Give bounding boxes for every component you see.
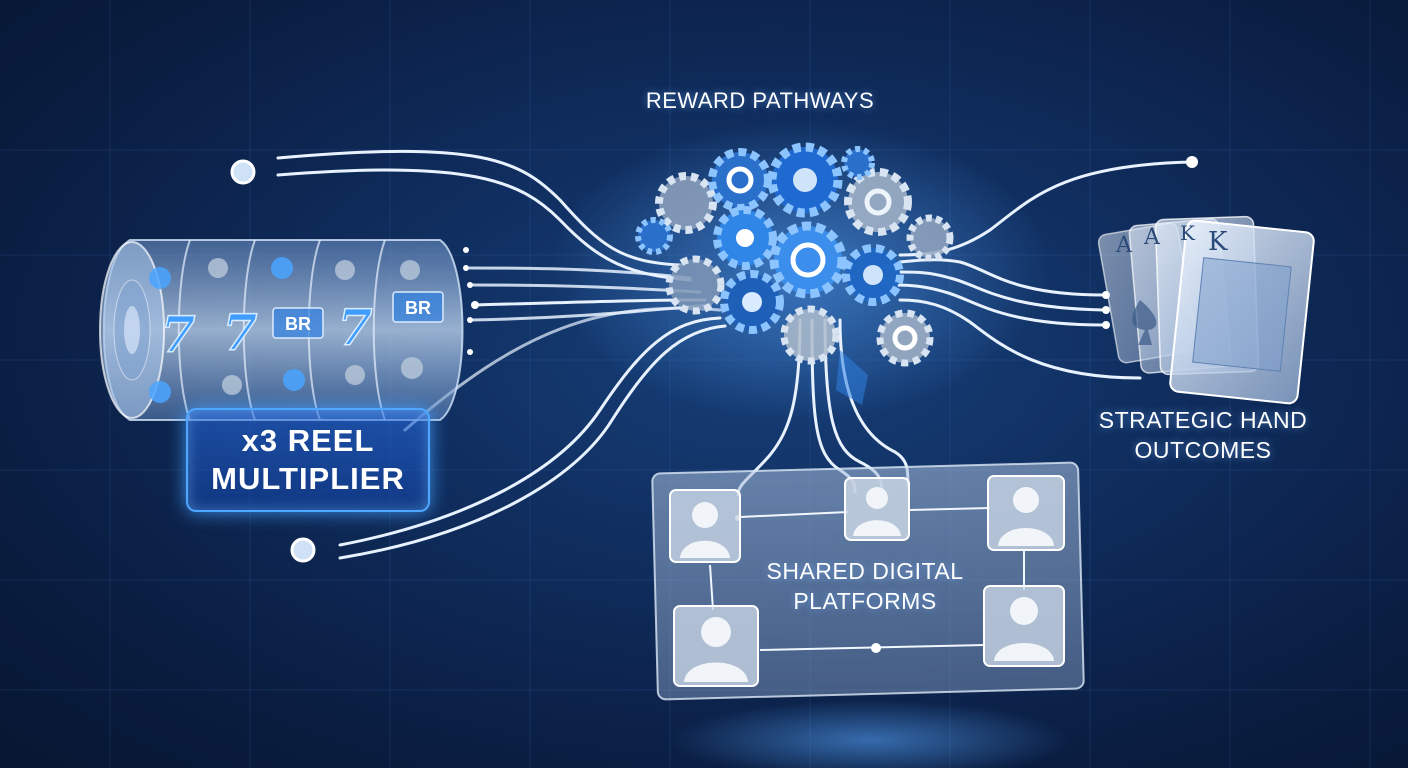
gear-cluster-icon <box>635 142 954 405</box>
connection-lines <box>276 149 1194 560</box>
card-rank-2: A <box>1143 225 1161 250</box>
card-rank-3: K <box>1180 221 1196 245</box>
right-line-1 <box>898 258 1106 297</box>
right-line-3 <box>893 283 1106 327</box>
user-avatar-icon <box>844 477 910 541</box>
reel-symbol-2: 7 <box>223 303 258 362</box>
reward-pathways-title: REWARD PATHWAYS <box>645 88 875 113</box>
strategic-label-line1: STRATEGIC HAND <box>1098 407 1308 433</box>
strategic-hand-outcomes-label: STRATEGIC HAND OUTCOMES <box>1068 405 1338 465</box>
slot-line-1 <box>468 266 692 280</box>
endpoint-nodes <box>230 156 1198 563</box>
bottom-left-line-2 <box>338 324 727 560</box>
node-bottom-left <box>290 537 316 563</box>
shared-digital-platforms-label: SHARED DIGITAL PLATFORMS <box>730 556 1000 616</box>
playing-cards-icon: A A K K <box>1097 215 1315 405</box>
slot-machine-icon: 7 7 7 BR BR <box>99 239 464 421</box>
user-avatar-icon <box>983 585 1065 667</box>
reel-symbol-4: 7 <box>338 298 373 357</box>
user-avatar-icon <box>987 475 1065 551</box>
card-rank-1: A <box>1115 233 1133 258</box>
top-left-line-1 <box>276 149 682 267</box>
user-avatars <box>669 475 1065 687</box>
right-line-2 <box>898 270 1106 312</box>
strategic-label-line2: OUTCOMES <box>1134 437 1272 463</box>
panel-glow <box>670 700 1070 768</box>
multiplier-line2: MULTIPLIER <box>211 461 405 496</box>
node-top-right <box>1186 156 1198 168</box>
shared-label-line2: PLATFORMS <box>793 588 937 614</box>
reel-multiplier-badge: x3 REEL MULTIPLIER <box>186 408 430 512</box>
reel-symbol-3: BR <box>285 314 311 334</box>
right-line-4 <box>898 298 1142 380</box>
user-avatar-icon <box>673 605 759 687</box>
top-left-line-2 <box>276 168 692 282</box>
reel-symbol-1: 7 <box>161 305 196 364</box>
reel-symbol-5: BR <box>405 298 431 318</box>
shared-label-line1: SHARED DIGITAL <box>766 558 964 584</box>
shared-platforms-panel <box>651 461 1085 701</box>
multiplier-line1: x3 REEL <box>241 423 375 458</box>
user-avatar-icon <box>669 489 741 563</box>
bottom-left-line-1 <box>338 316 722 547</box>
node-top-left <box>230 159 256 185</box>
card-rank-4: K <box>1208 227 1228 257</box>
